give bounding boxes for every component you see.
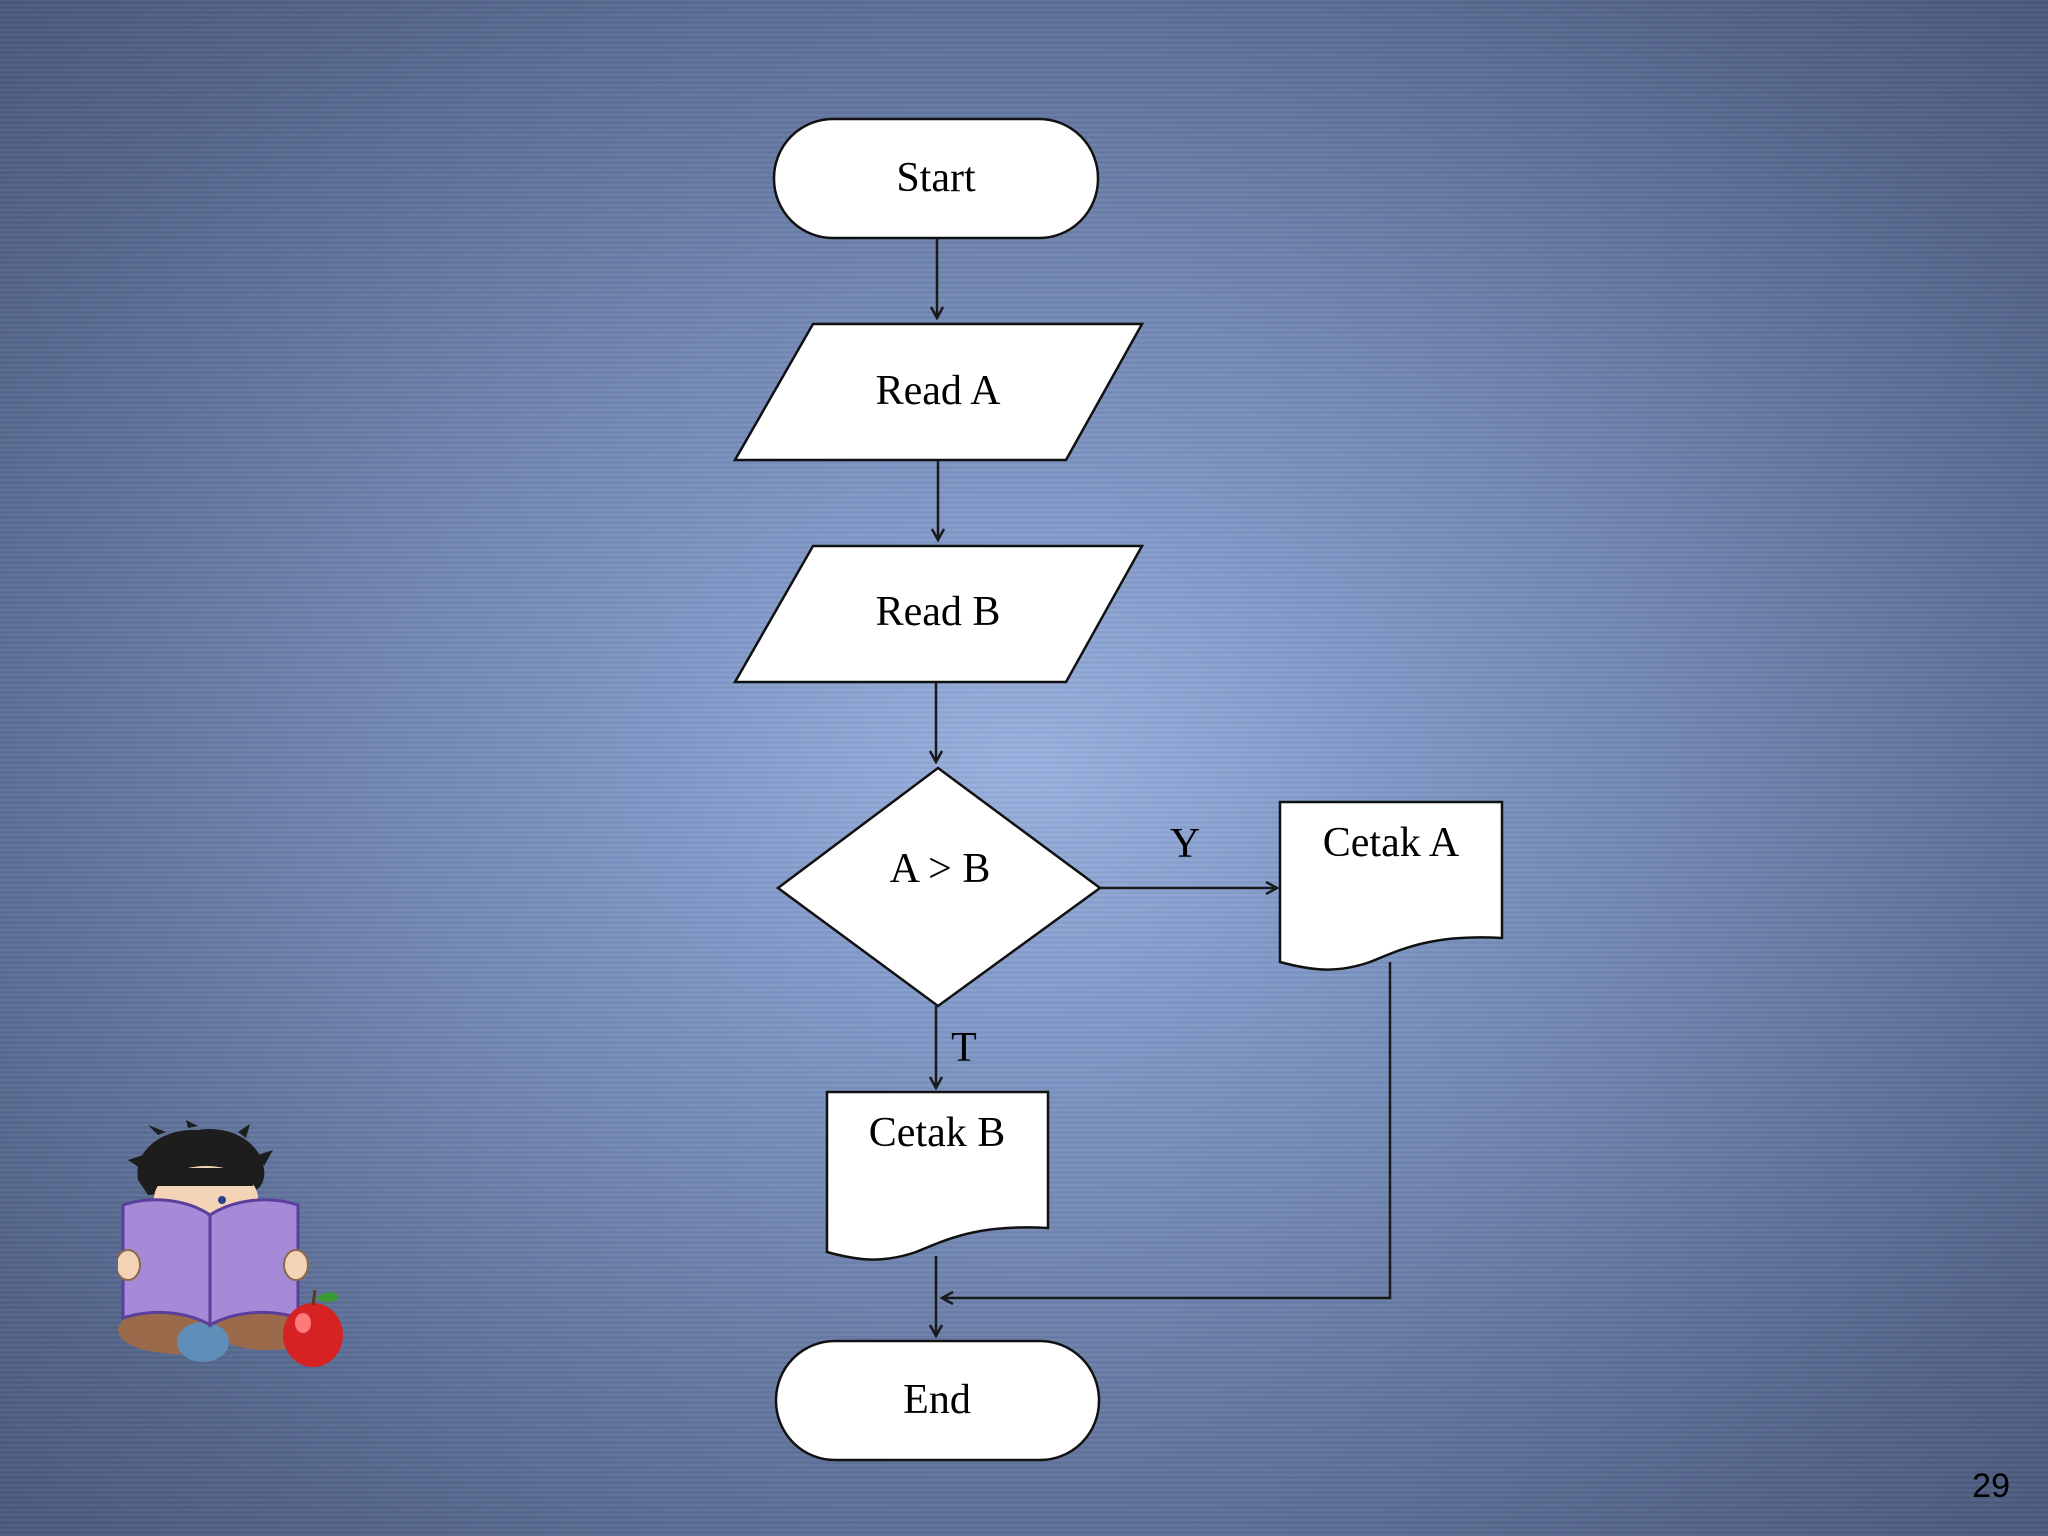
node-cetak-a-label: Cetak A: [1323, 820, 1460, 866]
edge-cetak-a-to-merge: [942, 962, 1392, 1298]
node-cetak-b: Cetak B: [825, 1090, 1050, 1261]
node-cetak-b-label: Cetak B: [869, 1110, 1005, 1156]
edge-label-yes: Y: [1170, 821, 1200, 867]
edge-label-no: T: [951, 1025, 977, 1071]
node-read-b: Read B: [732, 544, 1145, 684]
fringe-shape: [158, 1168, 253, 1186]
page-number: 29: [1972, 1467, 2010, 1505]
apple-icon: [283, 1289, 343, 1367]
node-read-b-label: Read B: [876, 589, 1001, 635]
node-decision-label: A > B: [890, 846, 991, 892]
left-hand-shape: [118, 1249, 141, 1281]
foot-shape: [177, 1322, 229, 1362]
right-hand-shape: [283, 1249, 309, 1281]
node-end-label: End: [903, 1377, 971, 1423]
node-read-a: Read A: [732, 322, 1145, 462]
node-read-a-label: Read A: [876, 368, 1001, 414]
node-decision: A > B: [775, 766, 1103, 1008]
node-start-label: Start: [896, 155, 976, 201]
node-end: End: [774, 1339, 1101, 1462]
node-cetak-a: Cetak A: [1278, 800, 1504, 971]
eye-shape: [218, 1196, 226, 1204]
reading-child-illustration: [118, 1120, 343, 1367]
node-start: Start: [772, 117, 1100, 240]
